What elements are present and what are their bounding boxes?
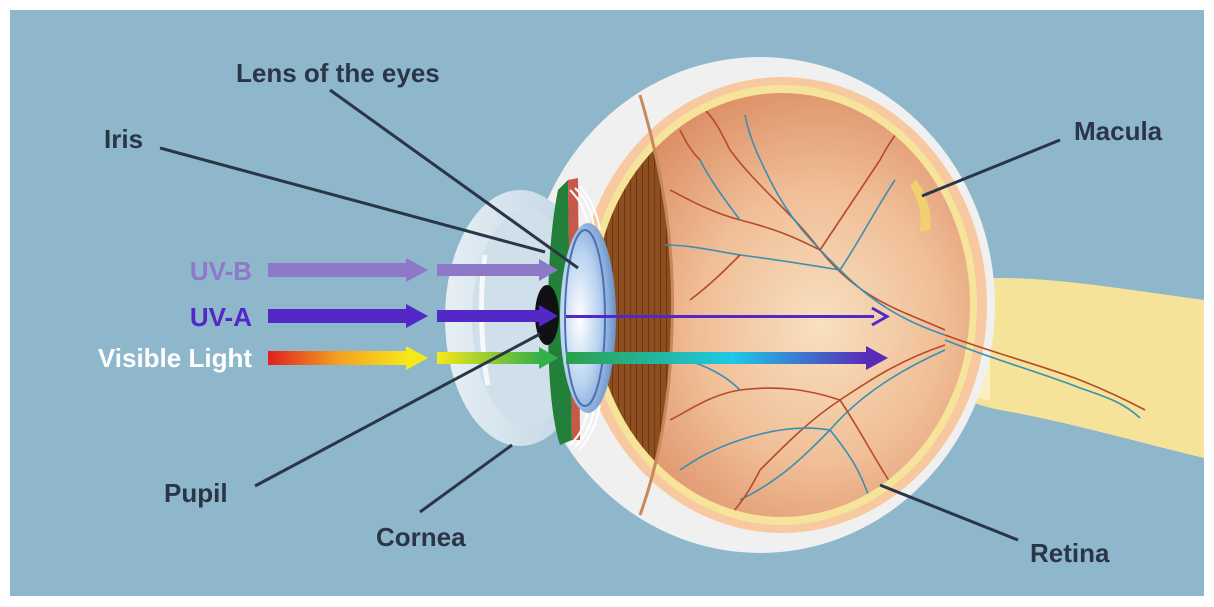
- label-uva: UV-A: [190, 302, 252, 332]
- label-macula: Macula: [1074, 116, 1163, 146]
- label-lens: Lens of the eyes: [236, 58, 440, 88]
- label-pupil: Pupil: [164, 478, 228, 508]
- label-iris: Iris: [104, 124, 143, 154]
- label-visible-light: Visible Light: [98, 343, 252, 373]
- label-uvb: UV-B: [190, 256, 252, 286]
- label-retina: Retina: [1030, 538, 1110, 568]
- label-cornea: Cornea: [376, 522, 466, 552]
